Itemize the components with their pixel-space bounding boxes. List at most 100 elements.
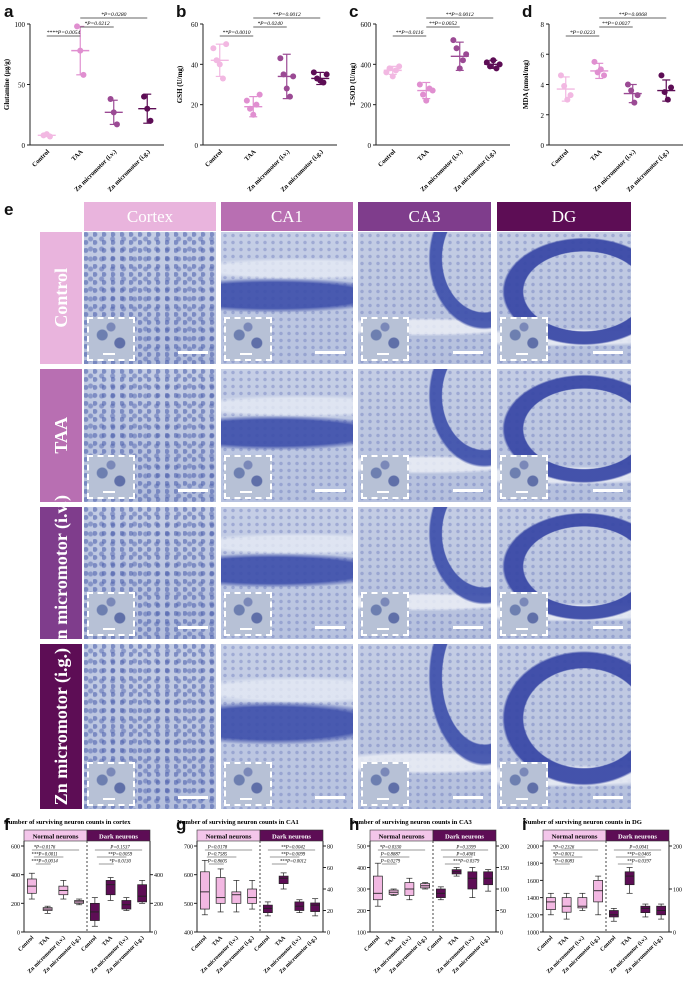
significance-label: P=0.1537: [109, 846, 130, 851]
significance-label: ***P=0.0014: [31, 860, 58, 865]
data-point: [216, 61, 223, 68]
x-tick-label: Control: [426, 935, 444, 953]
row-label-control: Control: [40, 232, 82, 364]
magnified-inset: [87, 317, 135, 361]
panel-label-c: c: [349, 2, 359, 21]
data-point: [107, 96, 114, 103]
x-tick-label: TAA: [274, 935, 287, 948]
x-tick-label: Control: [80, 935, 98, 953]
data-point: [219, 75, 226, 82]
significance-label: P=0.0041: [628, 846, 648, 851]
inset-scale-bar: [103, 491, 115, 493]
y-tick-label: 0: [368, 142, 372, 150]
scale-bar: [453, 796, 483, 799]
x-tick-label: Control: [363, 935, 381, 953]
panel-label-e: e: [4, 200, 14, 219]
chart-title: Number of surviving neuron counts in DG: [523, 819, 642, 826]
chart-title: Number of surviving neuron counts in CA1: [177, 819, 299, 826]
significance-label: ***P=0.0011: [31, 853, 57, 858]
y-tick-label-left: 700: [184, 845, 193, 851]
data-point: [429, 87, 436, 94]
column-header-ca3: CA3: [358, 202, 491, 231]
data-point: [247, 105, 254, 112]
y-tick-label-left: 400: [184, 931, 193, 937]
x-tick-label: Control: [204, 148, 224, 168]
y-tick-label: 2: [541, 112, 545, 120]
group-label-dark: Dark neurons: [272, 834, 311, 841]
y-axis-label: GSH (U/mg): [176, 65, 184, 103]
x-tick-label: Control: [599, 935, 617, 953]
chart-title: Number of surviving neuron counts in cor…: [4, 819, 131, 826]
data-point: [601, 72, 608, 79]
data-point: [320, 79, 327, 86]
y-tick-label-left: 600: [11, 845, 20, 851]
micrograph-1-3: [221, 644, 353, 809]
data-point: [567, 92, 574, 99]
scale-bar: [315, 626, 345, 629]
y-tick-label-left: 300: [357, 888, 366, 894]
data-point: [144, 105, 151, 112]
data-point: [113, 121, 120, 128]
normal-box: [546, 897, 556, 910]
data-point: [283, 85, 290, 92]
significance-label: *P=0.0280: [101, 12, 127, 18]
group-label-dark: Dark neurons: [99, 834, 138, 841]
y-tick-label-right: 0: [673, 931, 676, 937]
data-point: [141, 93, 148, 100]
inset-scale-bar: [377, 628, 389, 630]
significance-label: P=0.0279: [380, 860, 401, 865]
micrograph-1-2: [221, 507, 353, 639]
significance-label: P=0.3399: [455, 846, 476, 851]
y-tick-label-left: 1400: [527, 896, 539, 902]
significance-label: *P=0.0240: [257, 21, 283, 27]
inset-scale-bar: [377, 353, 389, 355]
data-point: [463, 51, 470, 58]
y-tick-label-right: 200: [154, 902, 163, 908]
data-point: [597, 66, 604, 73]
data-point: [668, 84, 675, 91]
significance-label: *P=0.0176: [34, 846, 56, 851]
magnified-inset: [87, 455, 135, 499]
y-tick-label-left: 1600: [527, 879, 539, 885]
dark-box: [278, 875, 289, 884]
scale-bar: [593, 489, 623, 492]
magnified-inset: [361, 592, 409, 636]
data-point: [453, 45, 460, 52]
significance-label: P=0.0178: [207, 846, 228, 851]
magnified-inset: [224, 762, 272, 806]
significance-label: P=0.7585: [207, 853, 228, 858]
x-tick-label: Control: [17, 935, 35, 953]
y-tick-label: 0: [22, 142, 26, 150]
data-point: [46, 133, 53, 140]
y-tick-label-right: 60: [327, 866, 333, 872]
y-tick-label-right: 0: [154, 931, 157, 937]
chart-ca1-neurons: Number of surviving neuron counts in CA1…: [177, 819, 333, 975]
data-point: [290, 73, 297, 80]
y-tick-label-left: 500: [357, 845, 366, 851]
dark-box: [263, 904, 273, 914]
inset-scale-bar: [377, 491, 389, 493]
significance-label: **P=0.0465: [627, 853, 652, 858]
scale-bar: [593, 351, 623, 354]
y-tick-label: 200: [361, 102, 372, 110]
data-point: [110, 109, 117, 116]
data-point: [386, 65, 393, 72]
x-tick-label: TAA: [447, 935, 460, 948]
data-point: [420, 91, 427, 98]
x-tick-label: Control: [377, 148, 397, 168]
y-tick-label-left: 1000: [527, 931, 539, 937]
column-header-dg: DG: [497, 202, 631, 231]
inset-scale-bar: [516, 491, 528, 493]
y-tick-label: 0: [541, 142, 545, 150]
y-tick-label-right: 150: [500, 866, 509, 872]
significance-label: **P=0.0027: [602, 21, 630, 27]
data-point: [389, 73, 396, 80]
magnified-inset: [224, 455, 272, 499]
x-tick-label: TAA: [38, 935, 51, 948]
y-tick-label-right: 200: [673, 845, 682, 851]
y-tick-label: 50: [18, 82, 26, 90]
significance-label: *P=0.0083: [553, 860, 575, 865]
panel-label-h: h: [349, 815, 360, 834]
data-point: [80, 71, 87, 78]
